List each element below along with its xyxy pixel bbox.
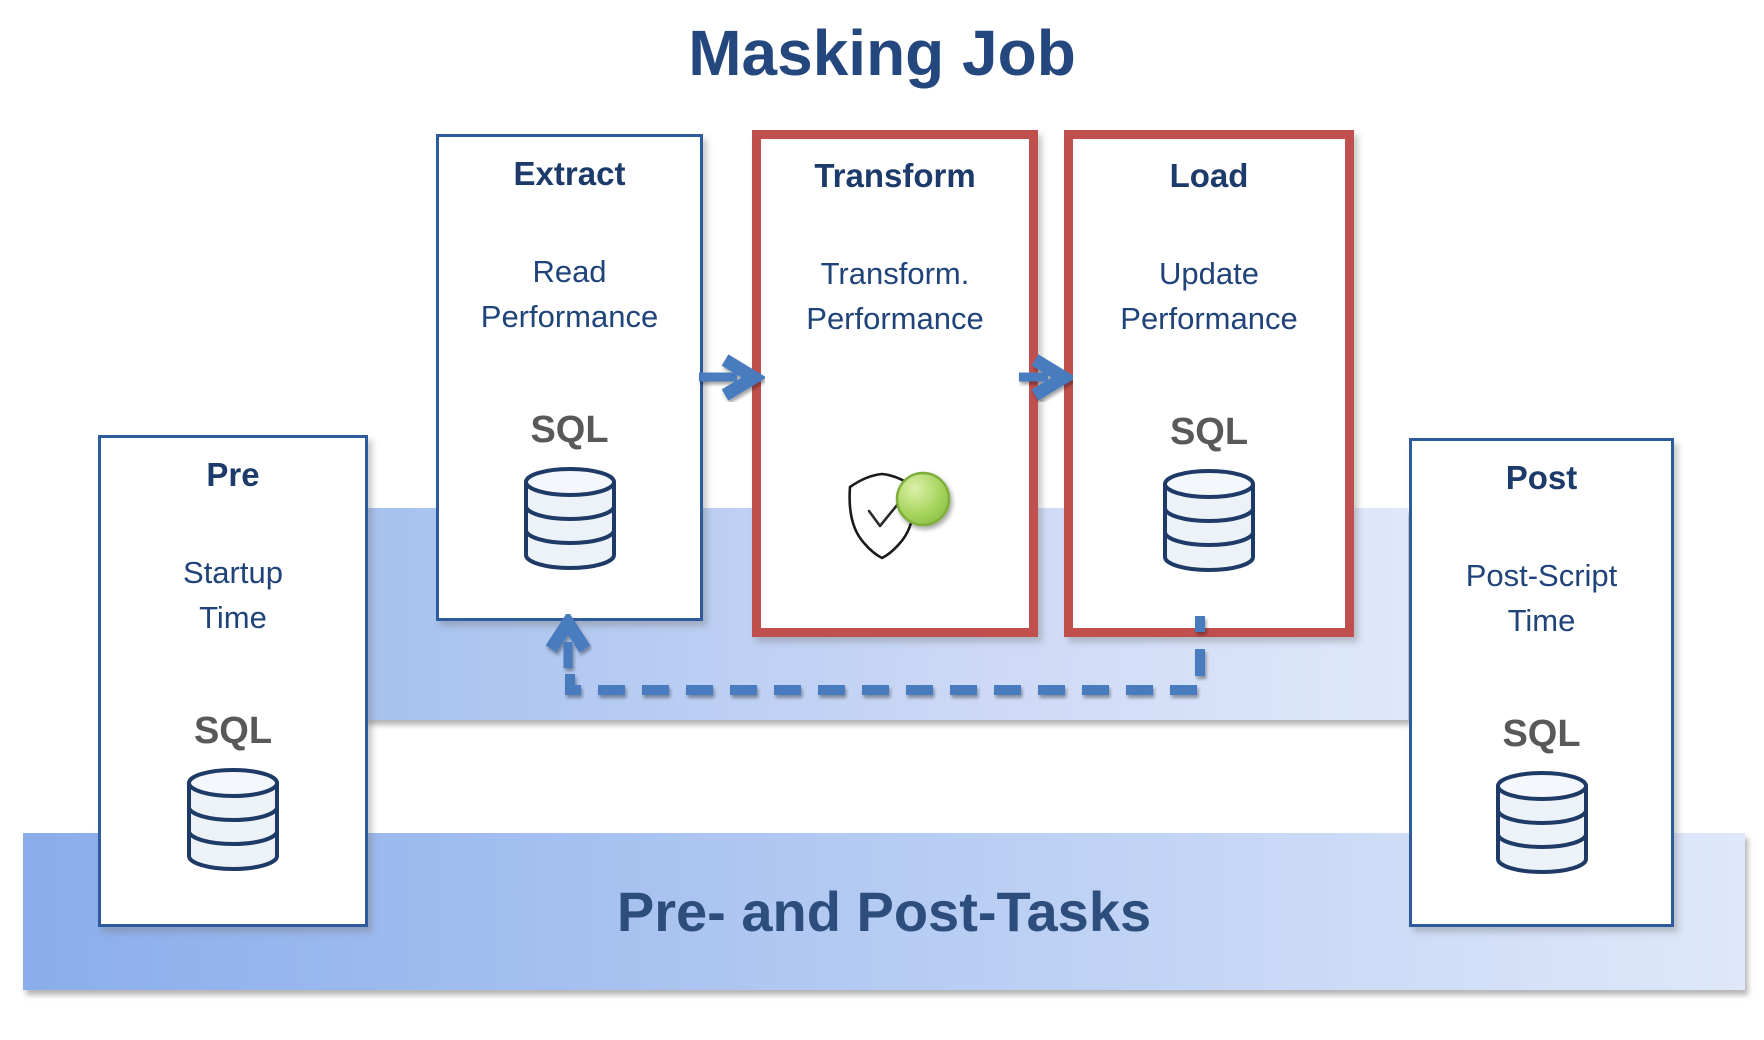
- pre-title: Pre: [206, 456, 260, 493]
- transform-body-line2: Performance: [806, 301, 984, 336]
- database-icon: [1495, 771, 1588, 879]
- extract-body-line2: Performance: [480, 299, 659, 334]
- load-db-label: SQL: [1169, 411, 1249, 453]
- pre-db-label: SQL: [193, 710, 273, 752]
- pre-body-line2: Time: [199, 600, 267, 635]
- load-box: Load Update Performance SQL: [1064, 130, 1354, 637]
- transform-box: Transform Transform. Performance: [752, 130, 1038, 637]
- pre-body: Startup Time: [101, 550, 365, 640]
- load-body: Update Performance: [1073, 251, 1345, 341]
- extract-body-line1: Read: [532, 254, 607, 289]
- database-icon: [187, 768, 279, 876]
- extract-db-label: SQL: [530, 409, 609, 451]
- pre-body-line1: Startup: [183, 555, 283, 590]
- post-body: Post-Script Time: [1412, 553, 1671, 643]
- post-body-line2: Time: [1507, 603, 1576, 638]
- green-status-circle-icon: [895, 471, 951, 527]
- extract-to-transform-arrow-icon: [699, 354, 767, 401]
- post-box: Post Post-Script Time SQL: [1409, 438, 1674, 927]
- pre-post-tasks-label: Pre- and Post-Tasks: [616, 880, 1152, 943]
- load-body-line2: Performance: [1120, 301, 1298, 336]
- database-icon: [1163, 469, 1255, 577]
- transform-body: Transform. Performance: [761, 251, 1029, 341]
- transform-body-line1: Transform.: [820, 256, 970, 291]
- post-db-label: SQL: [1502, 713, 1581, 755]
- page-title: Masking Job: [688, 17, 1076, 89]
- extract-body: Read Performance: [439, 249, 700, 339]
- load-title: Load: [1169, 157, 1249, 194]
- extract-title: Extract: [513, 155, 626, 192]
- database-icon: [523, 467, 616, 575]
- load-body-line1: Update: [1159, 256, 1259, 291]
- post-body-line1: Post-Script: [1465, 558, 1618, 593]
- transform-title: Transform: [814, 157, 976, 194]
- extract-box: Extract Read Performance SQL: [436, 134, 703, 621]
- shield-check-icon: [840, 462, 972, 579]
- pre-box: Pre Startup Time SQL: [98, 435, 368, 927]
- post-title: Post: [1505, 459, 1578, 496]
